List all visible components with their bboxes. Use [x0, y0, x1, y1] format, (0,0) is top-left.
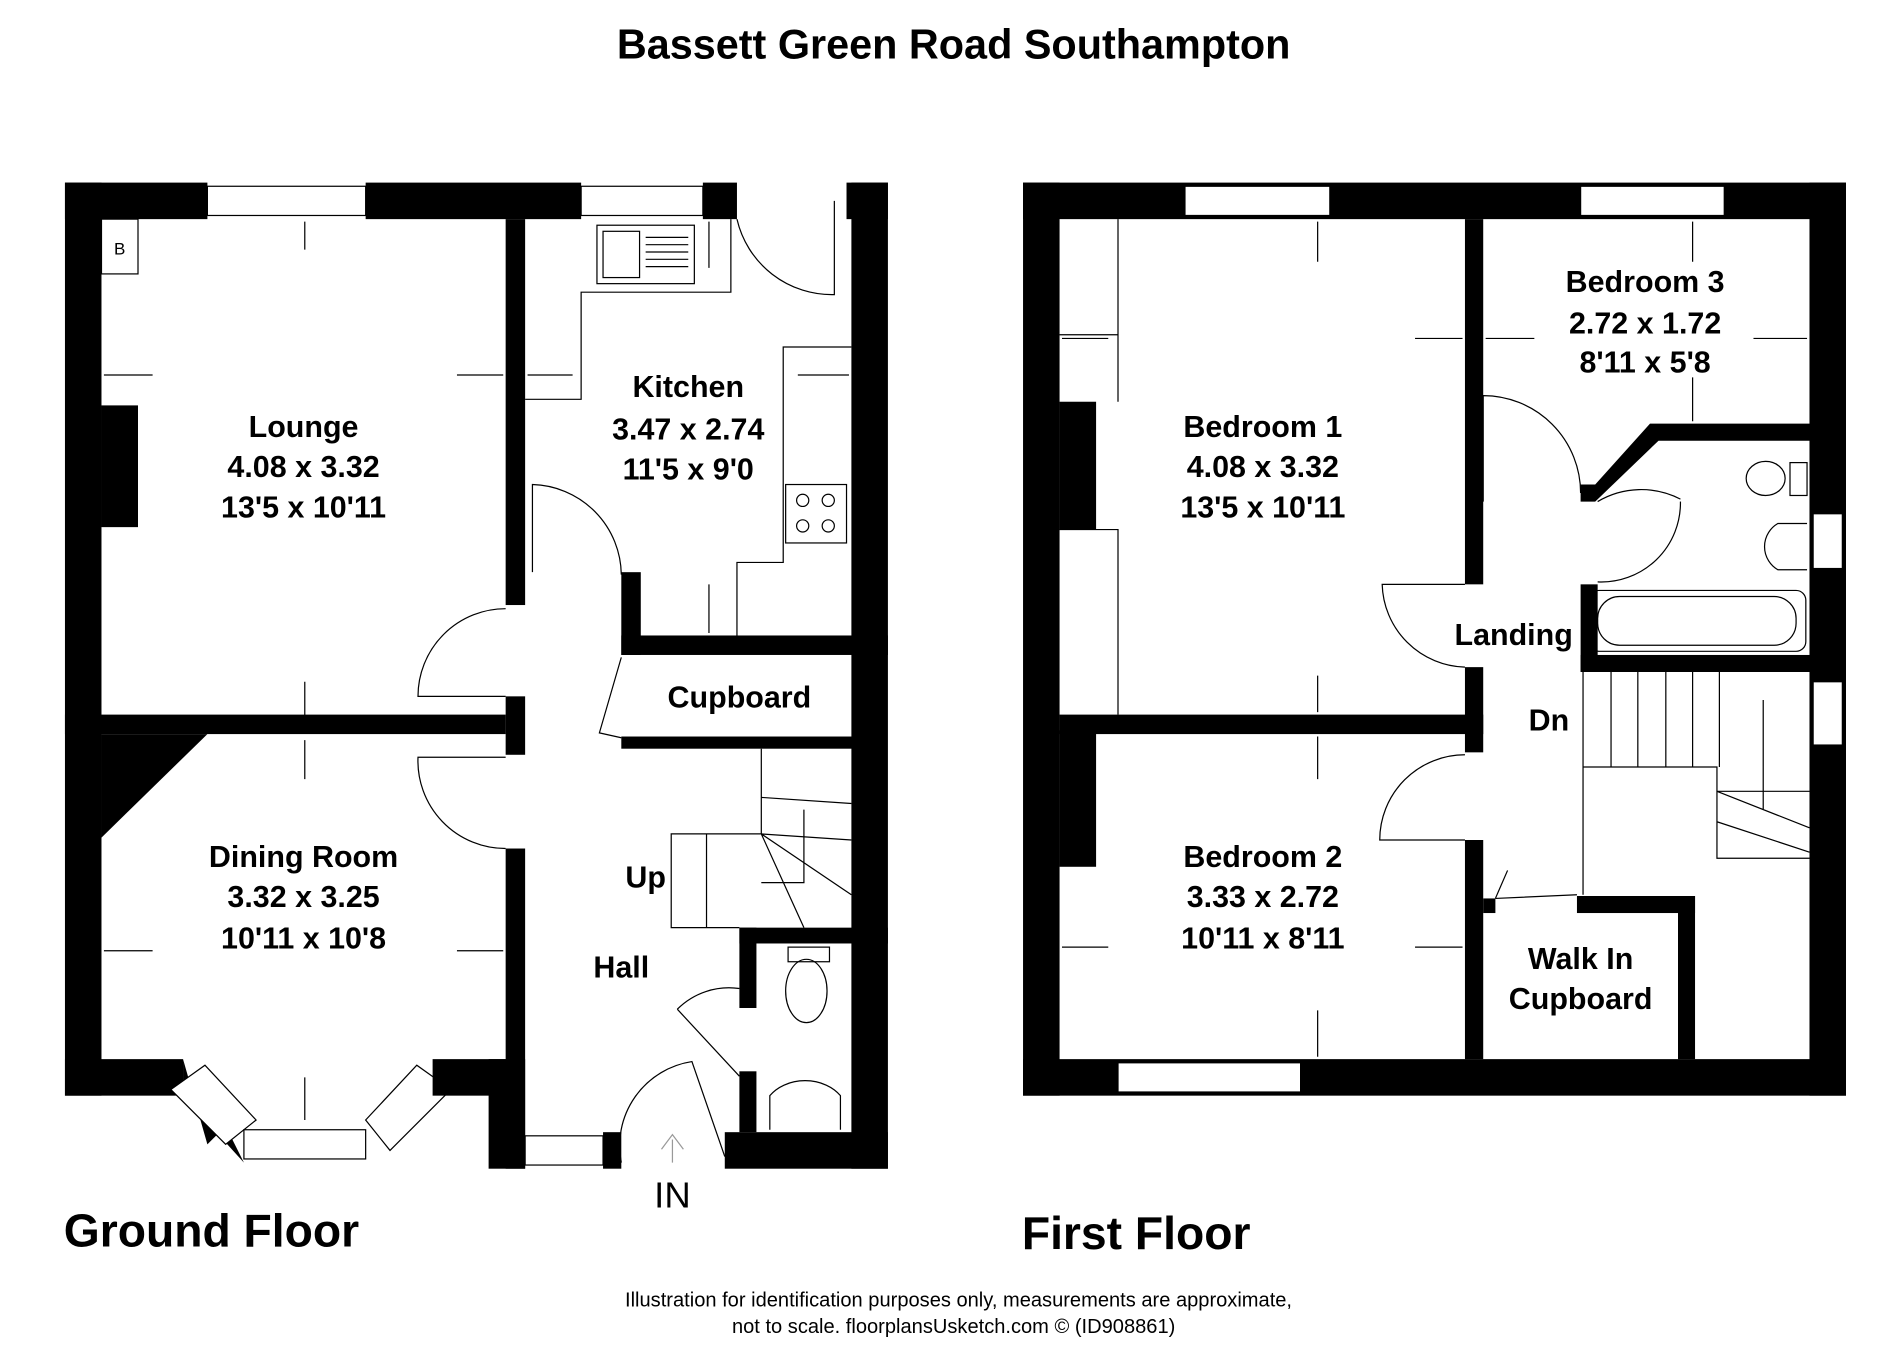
room-label-bedroom-3: Bedroom 3 2.72 x 1.72 8'11 x 5'8	[1566, 265, 1725, 379]
svg-text:8'11 x 5'8: 8'11 x 5'8	[1580, 346, 1711, 380]
svg-text:10'11 x 10'8: 10'11 x 10'8	[221, 921, 386, 955]
room-label-kitchen: Kitchen 3.47 x 2.74 11'5 x 9'0	[612, 370, 764, 487]
up-label: Up	[625, 860, 666, 894]
svg-text:4.08 x 3.32: 4.08 x 3.32	[1187, 450, 1339, 484]
svg-text:Illustration for identificatio: Illustration for identification purposes…	[625, 1289, 1292, 1311]
ground-floor-label: Ground Floor	[64, 1205, 359, 1257]
svg-text:Bedroom 2: Bedroom 2	[1183, 840, 1342, 874]
room-label-dining-room: Dining Room 3.32 x 3.25 10'11 x 10'8	[209, 840, 398, 956]
svg-text:4.08 x 3.32: 4.08 x 3.32	[227, 450, 379, 484]
svg-text:11'5 x 9'0: 11'5 x 9'0	[623, 453, 754, 487]
entrance-label: IN	[654, 1175, 691, 1216]
room-label-lounge: Lounge 4.08 x 3.32 13'5 x 10'11	[221, 410, 386, 524]
landing-label: Landing	[1455, 618, 1573, 652]
first-floor-plan: Bedroom 1 4.08 x 3.32 13'5 x 10'11 Bedro…	[1022, 182, 1846, 1259]
boiler-label: B	[114, 239, 125, 258]
down-label: Dn	[1529, 703, 1570, 737]
svg-text:3.47 x 2.74: 3.47 x 2.74	[612, 412, 764, 446]
hall-label: Hall	[593, 951, 649, 985]
svg-text:3.33 x 2.72: 3.33 x 2.72	[1187, 880, 1339, 914]
cupboard-label: Cupboard	[668, 680, 812, 714]
svg-text:Bedroom 3: Bedroom 3	[1566, 265, 1725, 299]
svg-text:13'5 x 10'11: 13'5 x 10'11	[1180, 490, 1345, 524]
svg-text:13'5 x 10'11: 13'5 x 10'11	[221, 490, 386, 524]
first-floor-label: First Floor	[1022, 1207, 1251, 1259]
svg-text:Kitchen: Kitchen	[632, 370, 744, 404]
svg-text:not to scale. floorplansUsketc: not to scale. floorplansUsketch.com © (I…	[732, 1316, 1175, 1338]
svg-text:3.32 x 3.25: 3.32 x 3.25	[227, 880, 379, 914]
room-label-bedroom-2: Bedroom 2 3.33 x 2.72 10'11 x 8'11	[1181, 840, 1344, 956]
svg-text:Cupboard: Cupboard	[1509, 982, 1653, 1016]
disclaimer: Illustration for identification purposes…	[625, 1289, 1292, 1338]
svg-text:Dining Room: Dining Room	[209, 840, 398, 874]
svg-text:Bedroom 1: Bedroom 1	[1183, 410, 1342, 444]
room-label-walk-in-cupboard: Walk In Cupboard	[1509, 942, 1653, 1016]
svg-text:Lounge: Lounge	[249, 410, 359, 444]
svg-text:2.72 x 1.72: 2.72 x 1.72	[1569, 307, 1721, 341]
plan-title: Bassett Green Road Southampton	[617, 21, 1291, 67]
svg-text:10'11 x 8'11: 10'11 x 8'11	[1181, 921, 1344, 955]
svg-text:Walk In: Walk In	[1528, 942, 1633, 976]
ground-floor-plan: B Lounge 4.08 x 3.32 13'5 x 10'11 Kitche…	[64, 182, 888, 1257]
room-label-bedroom-1: Bedroom 1 4.08 x 3.32 13'5 x 10'11	[1180, 410, 1345, 524]
